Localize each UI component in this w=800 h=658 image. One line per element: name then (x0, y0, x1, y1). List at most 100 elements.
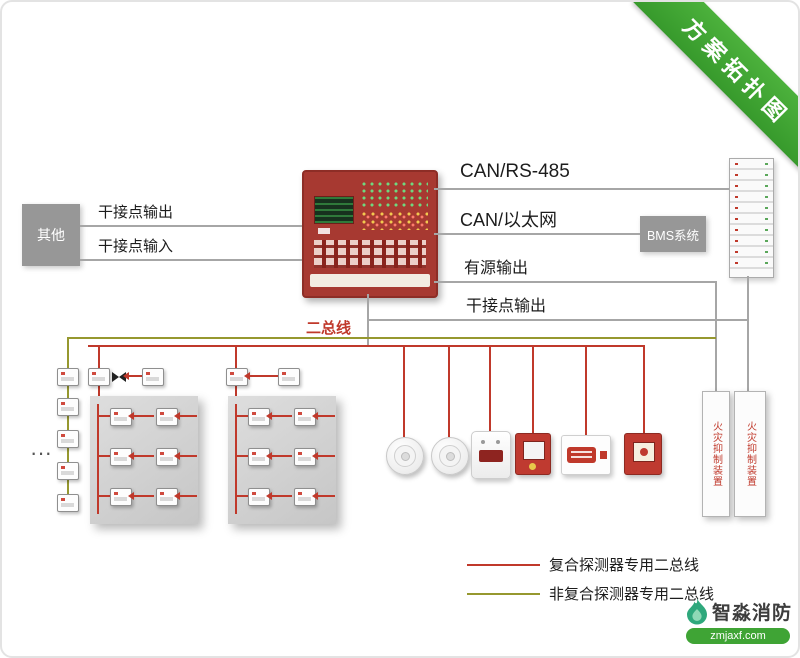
detector-led (496, 440, 500, 444)
legend-label-composite: 复合探测器专用二总线 (549, 557, 700, 574)
panel-label-strip (310, 274, 430, 287)
io-module-icon (57, 462, 79, 480)
io-module-icon (110, 448, 132, 466)
ribbon-label: 方案拓扑图 (633, 2, 798, 176)
module-link-arrow (266, 492, 292, 500)
module-group-panel (228, 396, 336, 524)
module-spine-line (97, 404, 99, 514)
rack-cabinet (729, 158, 774, 278)
active-output-drop-line (715, 281, 717, 391)
module-link-arrow (174, 412, 197, 420)
corner-ribbon: 方案拓扑图 (623, 2, 798, 177)
rack-to-cabinet-line (747, 276, 749, 391)
io-module-icon (57, 398, 79, 416)
bus-drop-line (643, 345, 645, 433)
lcd-display (314, 196, 354, 224)
io-module-icon (278, 368, 300, 386)
brand-site: zmjaxf.com (686, 628, 790, 644)
gas-release-lamp (600, 451, 607, 459)
fire-alarm-controller (302, 170, 438, 298)
module-link-line (99, 455, 110, 457)
label-active-output: 有源输出 (464, 260, 529, 277)
flame-icon (687, 598, 707, 625)
dry-contact-output-right-line (368, 319, 748, 321)
bms-system-box: BMS系统 (640, 216, 706, 252)
non-composite-bus-drop (67, 337, 69, 509)
keypad (314, 240, 426, 268)
io-module-icon (294, 408, 316, 426)
suppression-cabinet-left: 火灾抑制装置 (702, 391, 730, 517)
legend-line-non-composite (467, 593, 540, 595)
module-link-arrow (312, 492, 335, 500)
module-link-line (237, 455, 248, 457)
module-link-arrow (312, 452, 335, 460)
module-link-arrow (244, 372, 278, 380)
module-link-line (237, 495, 248, 497)
module-link-arrow (128, 492, 154, 500)
panel-logo-mark (318, 228, 330, 234)
detector-window (479, 450, 503, 462)
call-point-window (633, 442, 655, 462)
manual-call-point-icon (624, 433, 662, 475)
module-link-line (99, 415, 110, 417)
control-module-icon (515, 433, 551, 475)
module-link-arrow (312, 412, 335, 420)
legend-line-composite (467, 564, 540, 566)
label-dry-contact-input-left: 干接点输入 (98, 238, 174, 255)
composite-bus-line (88, 345, 644, 347)
module-link-line (99, 495, 110, 497)
module-link-arrow (123, 372, 142, 380)
panel-drop-line (367, 294, 369, 346)
label-can-rs485: CAN/RS-485 (460, 161, 570, 182)
bus-drop-line (585, 345, 587, 435)
module-indicator (529, 463, 536, 470)
detector-led (481, 440, 485, 444)
indicator-led-grid (362, 182, 428, 208)
dry-contact-output-left-line (80, 225, 302, 227)
dry-contact-input-left-line (80, 259, 302, 261)
module-link-arrow (128, 412, 154, 420)
flame-detector-icon (471, 431, 511, 479)
io-module-icon (57, 494, 79, 512)
module-link-arrow (266, 412, 292, 420)
smoke-detector-icon (431, 437, 469, 475)
module-link-line (237, 415, 248, 417)
module-window (523, 441, 545, 460)
ellipsis: ··· (30, 440, 52, 465)
suppression-cabinet-label: 火灾抑制装置 (710, 421, 722, 487)
io-module-icon (142, 368, 164, 386)
module-group-panel (90, 396, 198, 524)
legend-label-non-composite: 非复合探测器专用二总线 (549, 586, 715, 603)
bus-drop-line (489, 345, 491, 431)
module-spine-line (235, 404, 237, 514)
suppression-cabinet-label: 火灾抑制装置 (744, 421, 756, 487)
io-module-icon (294, 488, 316, 506)
gas-release-panel-icon (561, 435, 611, 475)
valve-icon (112, 372, 126, 382)
module-link-arrow (266, 452, 292, 460)
brand-name: 智淼消防 (712, 603, 793, 624)
gas-release-sign (567, 447, 596, 463)
label-two-bus: 二总线 (306, 320, 352, 337)
label-dry-contact-output-left: 干接点输出 (98, 204, 174, 221)
suppression-cabinet-right: 火灾抑制装置 (734, 391, 766, 517)
active-output-line (434, 281, 716, 283)
bus-drop-line (403, 345, 405, 437)
can-rs485-line (434, 188, 729, 190)
brand-logo: 智淼消防 zmjaxf.com (686, 598, 794, 644)
can-ethernet-line (434, 233, 640, 235)
io-module-icon (88, 368, 110, 386)
other-system-box: 其他 (22, 204, 80, 266)
module-link-arrow (174, 452, 197, 460)
io-module-icon (57, 430, 79, 448)
indicator-led-grid-2 (362, 212, 428, 230)
io-module-icon (156, 488, 178, 506)
module-link-arrow (174, 492, 197, 500)
smoke-detector-icon (386, 437, 424, 475)
label-dry-contact-output-right: 干接点输出 (466, 298, 547, 315)
module-link-arrow (128, 452, 154, 460)
non-composite-bus-line (67, 337, 716, 339)
bus-drop-line (448, 345, 450, 437)
label-can-ethernet: CAN/以太网 (460, 210, 558, 230)
bus-drop-line (532, 345, 534, 433)
